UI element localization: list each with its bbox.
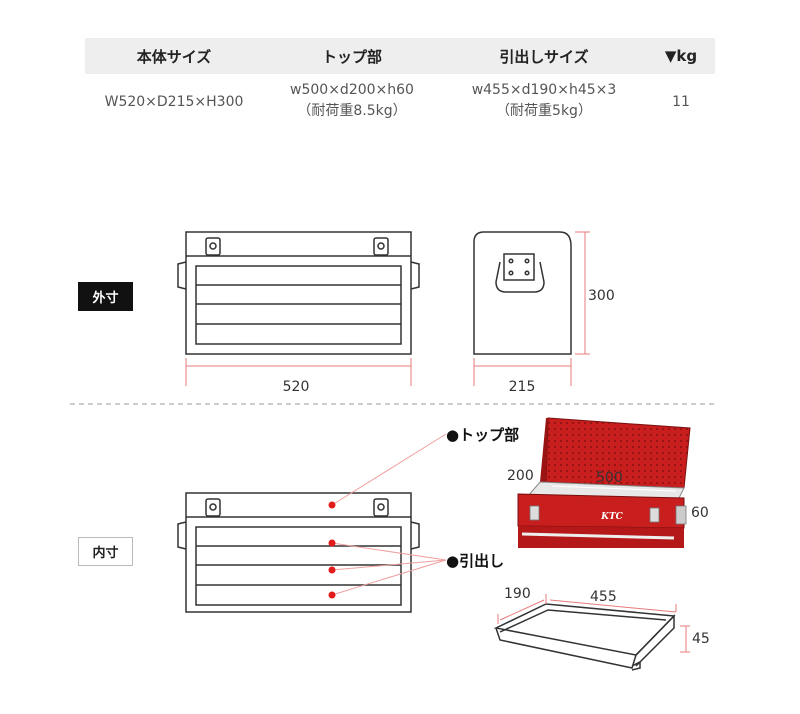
spec-table-row: W520×D215×H300 w500×d200×h60 （耐荷重8.5kg） … [85, 74, 715, 140]
drawer-height-label: 45 [692, 631, 710, 647]
top-marker-dot [328, 501, 336, 509]
interior-front-view [177, 492, 420, 613]
drawer-section-label: ●引出し [446, 552, 504, 570]
exterior-depth-dimension [473, 358, 572, 386]
leader-lines [331, 433, 447, 596]
top-depth-label: 200 [507, 468, 534, 484]
latch-icon [529, 505, 540, 521]
latch-icon [649, 507, 660, 523]
top-load-value: （耐荷重8.5kg） [297, 103, 407, 119]
drawer-sketch [493, 603, 676, 671]
cell-weight: 11 [647, 80, 715, 113]
drawer-width-dimension [549, 599, 677, 613]
header-weight: ▼kg [664, 47, 698, 65]
top-section-label: ●トップ部 [446, 426, 519, 444]
header-top-size: トップ部 [321, 47, 382, 66]
brand-logo: KTC [600, 512, 624, 522]
marker-dots [328, 501, 336, 599]
side-handle-icon [675, 505, 687, 525]
drawer-depth-label: 190 [504, 586, 531, 602]
top-width-label: 500 [596, 470, 623, 486]
latch-icon [205, 498, 221, 517]
drawer-height-dimension [680, 625, 690, 653]
exterior-width-label: 520 [283, 379, 310, 395]
top-size-value: w500×d200×h60 [290, 82, 414, 98]
spec-table-header: 本体サイズ トップ部 引出しサイズ ▼kg [85, 38, 715, 74]
drawer-width-label: 455 [590, 589, 617, 605]
exterior-depth-label: 215 [509, 379, 536, 395]
exterior-tag: 外寸 [78, 282, 133, 311]
drawer-size-value: w455×d190×h45×3 [471, 82, 617, 98]
latch-icon [373, 237, 389, 256]
cell-body-size: W520×D215×H300 [85, 80, 263, 113]
cell-top-size: w500×d200×h60 （耐荷重8.5kg） [263, 80, 441, 122]
exterior-width-dimension [185, 358, 412, 386]
exterior-front-view [177, 231, 420, 355]
cell-drawer-size: w455×d190×h45×3 （耐荷重5kg） [441, 80, 647, 122]
side-handle-icon [495, 253, 545, 293]
drawer-marker-dot [328, 566, 336, 574]
drawer-marker-dot [328, 591, 336, 599]
weight-value: 11 [672, 94, 690, 110]
body-size-value: W520×D215×H300 [104, 94, 244, 110]
drawer-depth-dimension [497, 594, 547, 624]
interior-tag: 内寸 [78, 537, 133, 566]
latch-icon [205, 237, 221, 256]
open-toolbox-illustration: KTC [517, 417, 691, 548]
exterior-height-label: 300 [588, 288, 615, 304]
header-drawer-size: 引出しサイズ [499, 47, 589, 66]
top-height-label: 60 [691, 505, 709, 521]
exterior-height-dimension [575, 231, 590, 355]
drawer-load-value: （耐荷重5kg） [496, 103, 592, 119]
spec-table: 本体サイズ トップ部 引出しサイズ ▼kg W520×D215×H300 w50… [85, 38, 715, 140]
latch-icon [373, 498, 389, 517]
exterior-side-view [473, 231, 572, 355]
header-body-size: 本体サイズ [136, 47, 212, 66]
drawer-marker-dot [328, 539, 336, 547]
